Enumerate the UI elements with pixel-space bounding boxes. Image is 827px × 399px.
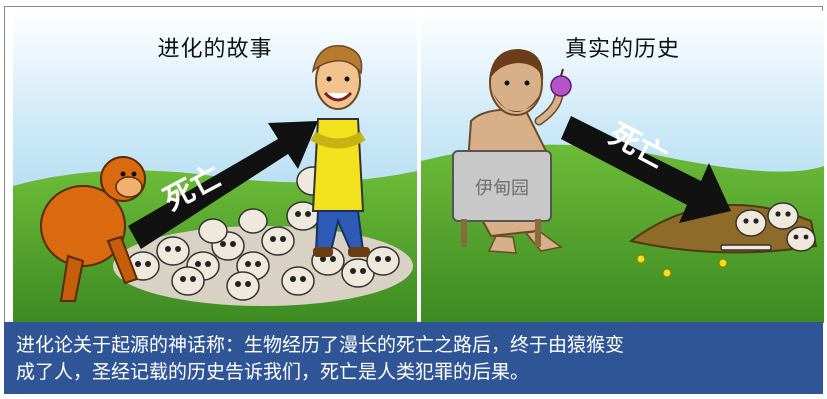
death-arrow (128, 121, 318, 249)
skull-pile (113, 166, 413, 306)
panel-title-history: 真实的历史 (564, 37, 680, 62)
ape-figure (40, 156, 146, 302)
comic-frame: 死亡 进化的故事 (4, 6, 824, 394)
flowers (636, 254, 728, 278)
fruit-icon (550, 75, 572, 97)
caption-line-2: 成了人，圣经记载的历史告诉我们，死亡是人类犯罪的后果。 (16, 361, 530, 383)
death-arrow (561, 116, 731, 223)
true-history-panel: 伊甸园 (421, 11, 824, 323)
eden-sign (452, 150, 552, 247)
evolution-scene: 死亡 (13, 11, 417, 323)
grave-mound (628, 202, 818, 254)
man-figure (310, 44, 370, 257)
eden-sign-text: 伊甸园 (475, 178, 529, 199)
caption-line-1: 进化论关于起源的神话称：生物经历了漫长的死亡之路后，终于由猿猴变 (16, 334, 625, 356)
panel-title-evolution: 进化的故事 (157, 37, 273, 62)
evolution-story-panel: 死亡 进化的故事 (13, 11, 417, 323)
caption-box: 进化论关于起源的神话称：生物经历了漫长的死亡之路后，终于由猿猴变 成了人，圣经记… (4, 322, 823, 394)
eden-scene: 伊甸园 (421, 11, 824, 323)
